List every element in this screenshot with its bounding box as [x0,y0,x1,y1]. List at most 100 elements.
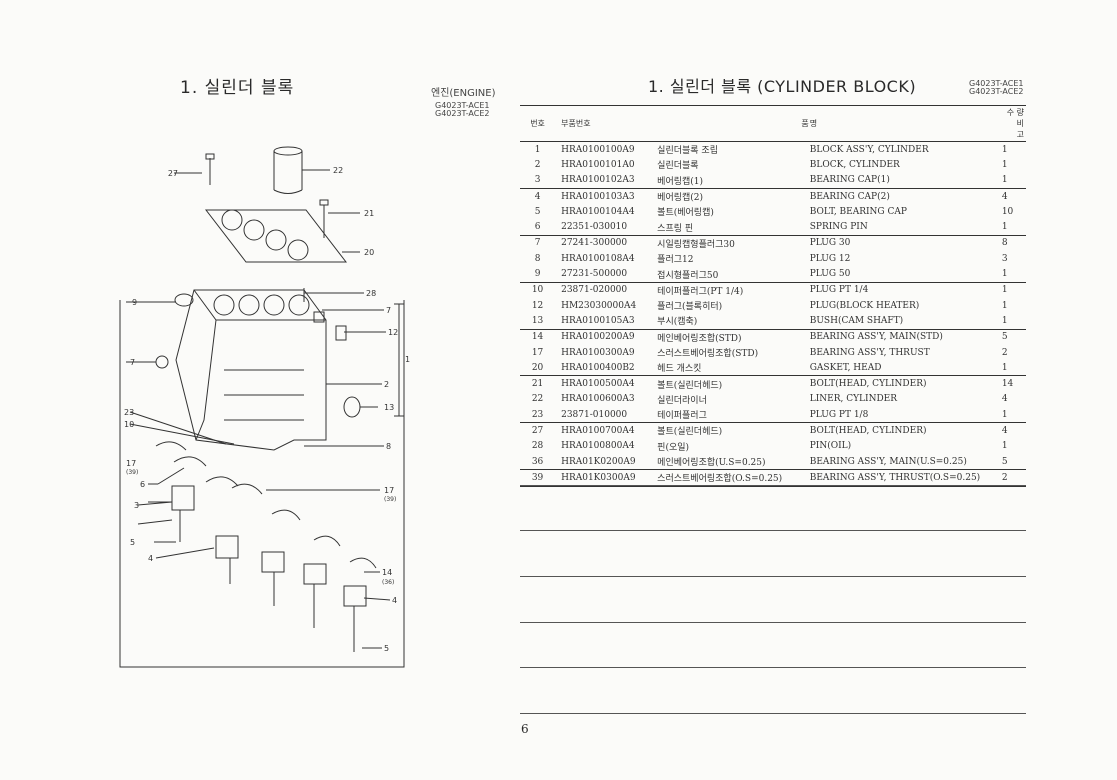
blank-rule [520,713,1026,714]
part-number: HRA0100200A9 [561,332,635,343]
diagram-frame [119,300,405,668]
row-number: 17 [531,347,544,358]
callout-7-right: 7 [386,306,391,315]
row-number: 4 [534,191,541,202]
row-number: 12 [531,300,544,311]
quantity: 1 [1001,407,1026,424]
row-number: 9 [520,266,556,283]
table-header-row: 번호 부품번호 품 명 수 량 비 고 [520,105,1026,142]
part-number: 22351-030010 [555,219,658,236]
callout-14: 14 [382,568,392,577]
korean-name: 스프링 핀 [657,219,810,236]
callout-17-right: 17 [384,486,394,495]
callout-21: 21 [364,209,374,218]
quantity: 8 [1001,238,1008,249]
quantity: 4 [1001,394,1008,405]
korean-name: 실린더라이너 [657,395,707,406]
part-number: HRA0100100A9 [561,144,635,155]
korean-name: 스러스트베어링조합(O.S=0.25) [657,469,810,487]
korean-name: 베어링캡(1) [657,172,810,189]
korean-name: 볼트(베어링캡) [657,208,714,219]
english-name: PLUG PT 1/8 [809,407,1002,424]
callout-28: 28 [366,289,376,298]
part-number: 27241-300000 [561,238,628,249]
english-name: BEARING ASS'Y, THRUST(O.S=0.25) [809,469,1002,487]
callout-12: 12 [388,328,398,337]
korean-name: 스러스트베어링조합(STD) [657,349,759,359]
part-number: HRA0100108A4 [561,253,635,264]
model-code: G4023T-ACE2 [969,87,1024,96]
left-page-title: 1. 실린더 블록 [180,78,295,98]
callout-8: 8 [386,442,391,451]
english-name: BEARING ASS'Y, THRUST [809,347,930,358]
cylinder-block-exploded-diagram: 27 22 21 20 28 9 7 12 1 7 2 13 23 10 8 1… [119,146,410,668]
quantity: 1 [1001,285,1008,296]
korean-name: 시일링캡형플러그30 [657,239,735,250]
part-number: HRA0100400B2 [555,360,658,377]
part-number: HRA0100800A4 [561,441,635,452]
part-number: HRA0100103A3 [561,191,635,202]
part-number: HRA01K0200A9 [555,453,658,471]
english-name: BOLT(HEAD, CYLINDER) [809,379,927,390]
quantity: 1 [1001,313,1026,330]
korean-name: 플러그(블록히터) [657,302,723,313]
callout-1: 1 [405,355,410,364]
right-page-title: 1. 실린더 블록 (CYLINDER BLOCK) [648,77,917,96]
part-number: HRA0100600A3 [561,394,635,405]
part-number: 23871-020000 [561,285,628,296]
row-number: 6 [520,219,556,236]
callout-23: 23 [124,408,134,417]
english-name: SPRING PIN [809,219,1002,236]
english-name: BEARING ASS'Y, MAIN(STD) [809,332,943,343]
callout-39-left: (39) [126,469,138,476]
part-number: HRA0100104A4 [561,206,635,217]
callout-3: 3 [134,501,139,510]
row-number: 13 [520,313,556,330]
callout-10: 10 [124,420,134,429]
callout-6: 6 [140,480,145,489]
korean-name: 메인베어링조합(U.S=0.25) [657,453,810,471]
korean-name: 접시형플러그50 [657,266,810,283]
callout-4-left: 4 [148,554,153,563]
quantity: 4 [1001,425,1008,436]
blank-rule [520,576,1026,577]
row-number: 23 [520,407,556,424]
header-qty: 수 량 [1006,108,1024,117]
korean-name: 메인베어링조합(STD) [657,333,742,344]
english-name: PLUG(BLOCK HEATER) [809,300,920,311]
quantity: 3 [1001,253,1008,264]
row-number: 10 [531,285,544,296]
right-model-codes: G4023T-ACE1 G4023T-ACE2 [969,80,1023,96]
part-number: HRA0100700A4 [561,425,635,436]
row-number: 21 [531,379,544,390]
quantity: 5 [1001,453,1026,471]
blank-rule [520,530,1026,531]
model-code: G4023T-ACE1 [435,101,490,110]
model-code: G4023T-ACE2 [435,109,490,118]
part-number: 27231-500000 [555,266,658,283]
row-number: 2 [534,159,541,170]
row-number: 20 [520,360,556,377]
korean-name: 부시(캠축) [657,313,810,330]
quantity: 1 [1001,300,1008,311]
blank-rule [520,485,1026,486]
quantity: 1 [1001,266,1026,283]
callout-39-right: (39) [384,496,396,503]
english-name: PLUG PT 1/4 [809,285,869,296]
callout-5-right: 5 [384,644,389,653]
header-part-no: 부품번호 [555,105,658,142]
